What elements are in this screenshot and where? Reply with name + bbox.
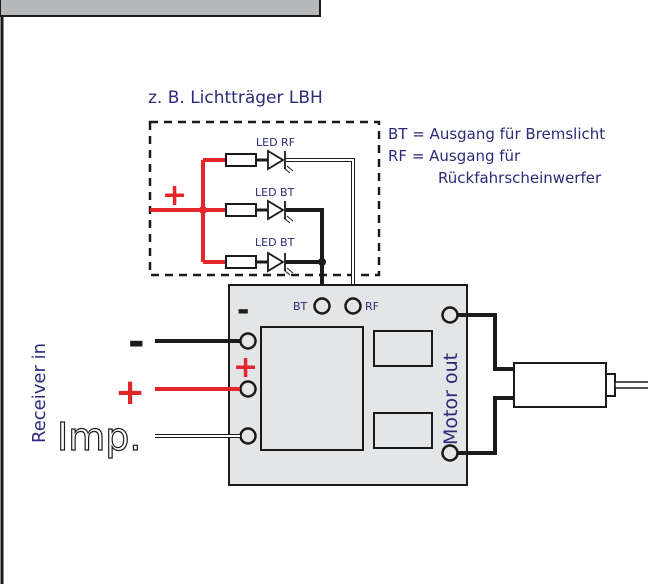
legend-line-3: Rückfahrscheinwerfer: [438, 169, 602, 187]
motor-pad-bottom: [441, 444, 459, 462]
bt-pad: [313, 297, 331, 315]
motor-icon: [513, 362, 648, 408]
minus-pad: [239, 332, 257, 350]
receiver-plus-sign: +: [115, 372, 145, 413]
resistors: [225, 153, 257, 269]
bt-junction-dot: [318, 258, 326, 266]
led-rf-label: LED RF: [256, 136, 295, 149]
red-junction-dot: [199, 206, 207, 214]
receiver-minus-sign: -: [128, 319, 145, 365]
led-bt1-icon: [267, 199, 294, 224]
led-bt2-icon: [267, 251, 294, 276]
legend-line-2: RF = Ausgang für: [388, 147, 521, 165]
led-rf-icon: [267, 149, 294, 174]
lichttraeger-plus-sign: +: [162, 178, 187, 213]
board-rf-label: RF: [365, 300, 379, 313]
imp-pad: [239, 427, 257, 445]
lichttraeger-title: z. B. Lichtträger LBH: [148, 88, 323, 108]
receiver-imp-label: Imp.: [57, 415, 141, 459]
rf-wire: [286, 158, 355, 303]
board-chip-top: [373, 330, 433, 367]
lichttraeger-dashed-box: [148, 120, 381, 277]
resistor-rf: [225, 153, 257, 167]
led-bt2-label: LED BT: [255, 236, 295, 249]
rf-pad: [344, 297, 362, 315]
board-chip-bottom: [373, 412, 433, 449]
board-plus-label: +: [233, 350, 258, 385]
motor-pad-top: [441, 306, 459, 324]
led-bt1-label: LED BT: [255, 186, 295, 199]
legend-line-1: BT = Ausgang für Bremslicht: [388, 125, 605, 143]
plus-pad: [239, 380, 257, 398]
resistor-bt1: [225, 203, 257, 217]
board-minus-label: -: [237, 293, 249, 328]
board-bt-label: BT: [293, 300, 308, 313]
board-chip-large: [260, 326, 364, 451]
motor-out-label: Motor out: [440, 353, 462, 445]
top-grey-box: [0, 0, 321, 17]
motor-wires: [458, 313, 514, 455]
resistor-bt2: [225, 255, 257, 269]
receiver-in-label: Receiver in: [29, 343, 50, 443]
